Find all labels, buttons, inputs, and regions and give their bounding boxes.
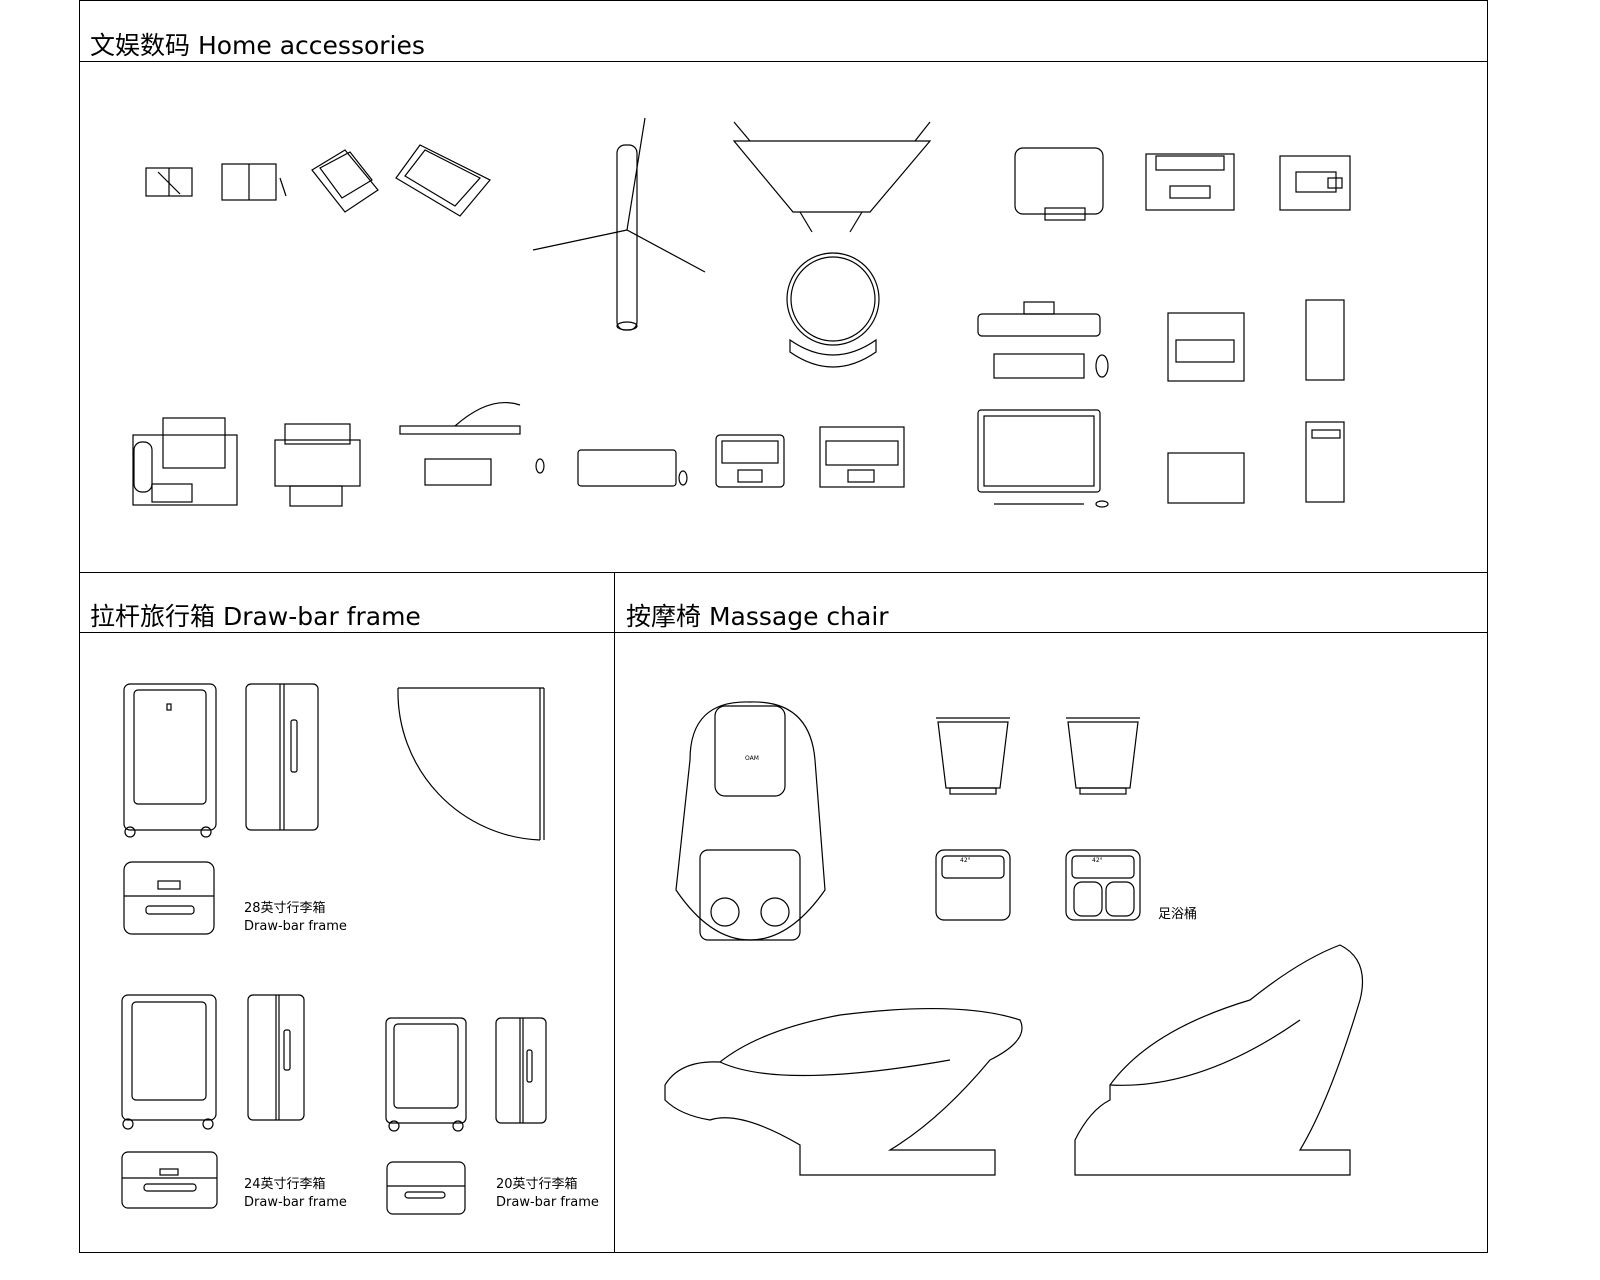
- luggage-20-caption: 20英寸行李箱 Draw-bar frame: [496, 1176, 599, 1212]
- printer-icon: [1014, 147, 1104, 221]
- suitcase-20-side-icon: [495, 1017, 547, 1124]
- laptop-icon: [1167, 312, 1245, 382]
- temperature-readout: 42°: [1092, 857, 1103, 864]
- divider: [79, 572, 1488, 573]
- caption-cn: 20英寸行李箱: [496, 1177, 578, 1192]
- multifunction-printer-icon: [1279, 155, 1351, 211]
- section-title-massage-chair: 按摩椅 Massage chair: [626, 602, 889, 631]
- monitor-icon: [977, 409, 1109, 508]
- foot-bath-top-icon-2: 42°: [1065, 849, 1141, 921]
- luggage-28-caption: 28英寸行李箱 Draw-bar frame: [244, 900, 347, 936]
- projector-screen-icon: [732, 121, 932, 233]
- round-mirror-icon: [786, 252, 880, 368]
- suitcase-28-front-icon: [123, 683, 217, 838]
- door-swing-icon: [397, 687, 545, 841]
- desktop-keyboard-mouse-icon: [977, 301, 1109, 379]
- fax-machine-icon: [132, 417, 238, 506]
- divider: [79, 632, 1488, 633]
- caption-en: Draw-bar frame: [244, 919, 347, 934]
- suitcase-24-front-icon: [121, 994, 217, 1130]
- massage-chair-top-icon: OAM: [675, 701, 826, 941]
- laptop-open-icon-2: [819, 426, 905, 488]
- pc-tower-icon: [1305, 299, 1345, 381]
- massage-chair-side-icon-1: [664, 1007, 1023, 1176]
- divider: [79, 61, 1488, 62]
- divider: [614, 572, 615, 1253]
- open-book-icon: [145, 167, 193, 197]
- caption-en: Draw-bar frame: [244, 1195, 347, 1210]
- keyboard-icon: [577, 449, 688, 487]
- section-title-home-accessories: 文娱数码 Home accessories: [90, 31, 425, 60]
- suitcase-28-top-icon: [123, 861, 215, 935]
- foot-bath-side-icon-2: [1066, 717, 1140, 795]
- pc-tower-icon-2: [1305, 421, 1345, 503]
- inkjet-printer-icon: [274, 423, 361, 507]
- suitcase-20-front-icon: [385, 1017, 467, 1132]
- suitcase-24-side-icon: [247, 994, 305, 1121]
- drawing-sheet-frame: [79, 0, 1488, 1253]
- luggage-24-caption: 24英寸行李箱 Draw-bar frame: [244, 1176, 347, 1212]
- foot-bath-top-icon-1: 42°: [935, 849, 1011, 921]
- laser-printer-icon: [1145, 153, 1235, 211]
- massage-chair-side-icon-2: [1074, 944, 1364, 1176]
- tablet-icon: [1167, 452, 1245, 504]
- brand-mark: OAM: [745, 755, 759, 762]
- foot-bath-label: 足浴桶: [1158, 907, 1198, 922]
- temperature-readout: 42°: [960, 857, 971, 864]
- magazines-icon: [395, 144, 491, 217]
- caption-cn: 28英寸行李箱: [244, 901, 326, 916]
- notebook-icon: [221, 163, 287, 201]
- suitcase-28-side-icon: [245, 683, 319, 831]
- foot-bath-side-icon-1: [936, 717, 1010, 795]
- laptop-open-icon-1: [715, 434, 785, 488]
- monitor-keyboard-mouse-icon: [399, 401, 545, 486]
- document-stack-icon: [311, 149, 379, 213]
- suitcase-24-top-icon: [121, 1151, 218, 1209]
- section-title-draw-bar-frame: 拉杆旅行箱 Draw-bar frame: [90, 602, 421, 631]
- suitcase-20-top-icon: [386, 1161, 466, 1215]
- caption-cn: 24英寸行李箱: [244, 1177, 326, 1192]
- tripod-fan-icon: [532, 117, 706, 331]
- caption-en: Draw-bar frame: [496, 1195, 599, 1210]
